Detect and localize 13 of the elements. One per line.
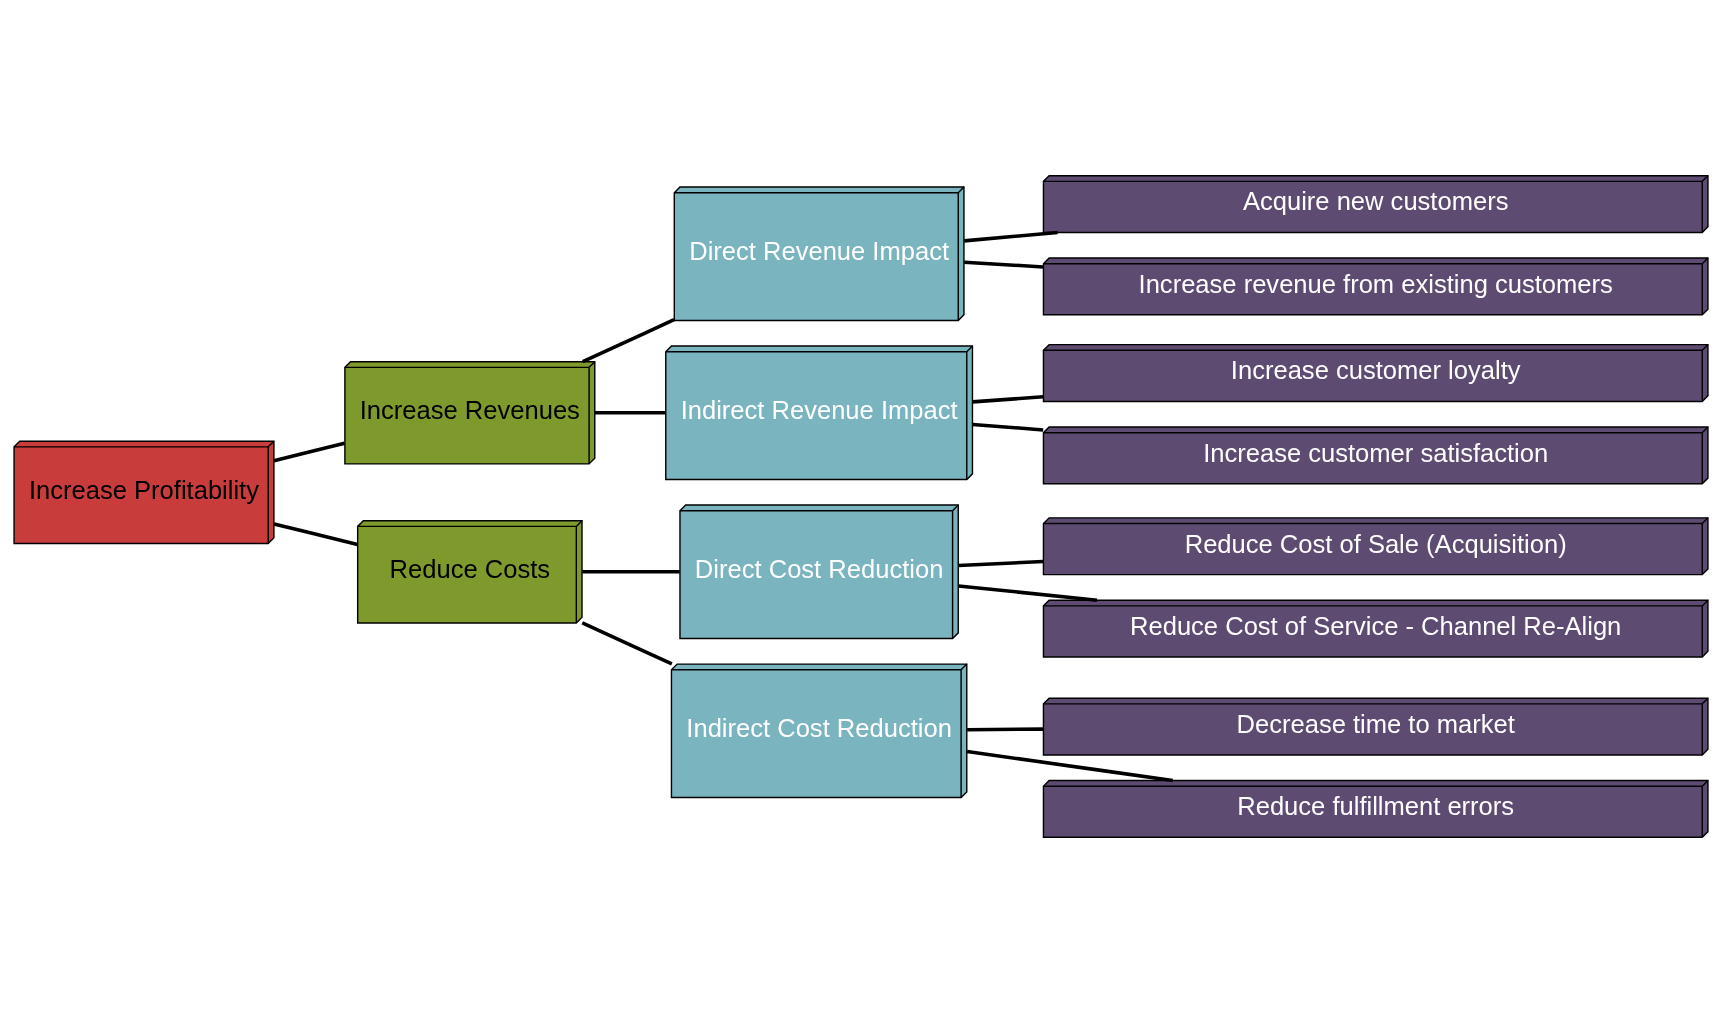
connector	[594, 411, 666, 415]
connector	[582, 570, 680, 574]
connector	[964, 230, 1058, 243]
connector	[972, 395, 1044, 404]
connector	[273, 441, 345, 463]
connector	[972, 422, 1044, 432]
connector	[581, 621, 673, 666]
connector	[967, 727, 1044, 732]
connector	[582, 318, 675, 364]
connector	[958, 584, 1098, 602]
connector	[964, 260, 1044, 269]
connector	[273, 522, 358, 547]
connector	[958, 559, 1044, 568]
